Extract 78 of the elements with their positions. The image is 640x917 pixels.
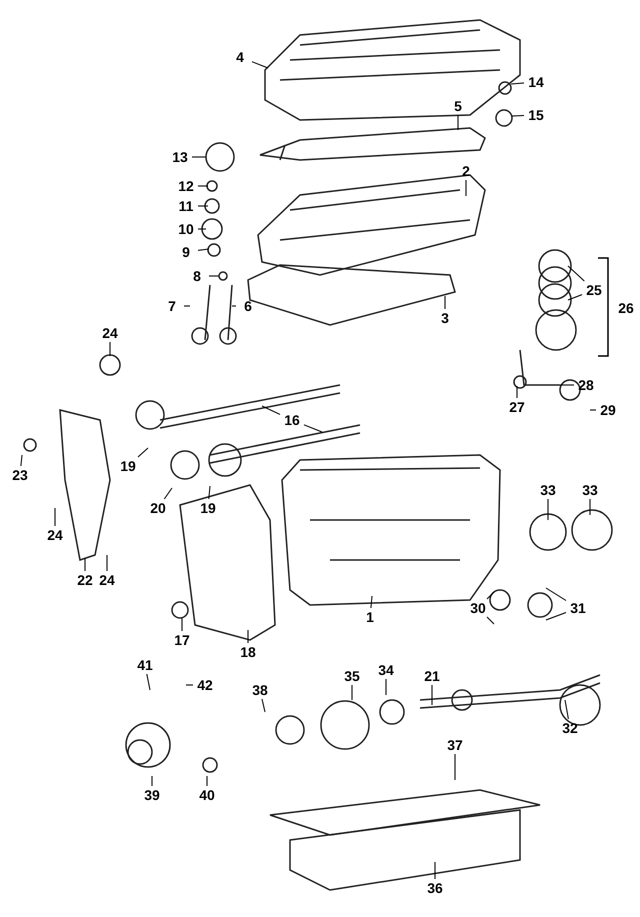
callout-number: 19 bbox=[198, 500, 218, 516]
callout-number: 39 bbox=[142, 787, 162, 803]
callout-number: 4 bbox=[230, 49, 250, 65]
callout-number: 10 bbox=[176, 221, 196, 237]
callout-number: 18 bbox=[238, 644, 258, 660]
callout-number: 41 bbox=[135, 657, 155, 673]
callout-number: 25 bbox=[584, 282, 604, 298]
leader-line bbox=[106, 554, 108, 572]
callout-number: 27 bbox=[507, 399, 527, 415]
callout-number: 13 bbox=[170, 149, 190, 165]
callout-number: 36 bbox=[425, 880, 445, 896]
leader-line bbox=[546, 612, 566, 620]
callout-number: 17 bbox=[172, 632, 192, 648]
callout-number: 37 bbox=[445, 737, 465, 753]
callout-number: 5 bbox=[448, 98, 468, 114]
leader-line bbox=[454, 754, 456, 780]
callout-number: 24 bbox=[45, 527, 65, 543]
leader-line bbox=[370, 596, 372, 608]
callout-number: 24 bbox=[100, 325, 120, 341]
callout-number: 21 bbox=[422, 668, 442, 684]
callout-number: 8 bbox=[187, 268, 207, 284]
callout-number: 6 bbox=[238, 298, 258, 314]
leader-line bbox=[486, 592, 494, 600]
leader-line bbox=[186, 684, 194, 686]
callout-number: 24 bbox=[97, 572, 117, 588]
leader-line bbox=[304, 424, 322, 432]
callout-number: 2 bbox=[456, 163, 476, 179]
leader-line bbox=[444, 296, 446, 310]
callout-number: 7 bbox=[162, 298, 182, 314]
callout-number: 16 bbox=[282, 412, 302, 428]
callout-number: 28 bbox=[576, 377, 596, 393]
leader-line bbox=[208, 486, 210, 500]
callout-number: 22 bbox=[75, 572, 95, 588]
callout-number: 9 bbox=[176, 244, 196, 260]
callout-number: 31 bbox=[568, 600, 588, 616]
callout-number: 33 bbox=[538, 482, 558, 498]
leader-line bbox=[510, 82, 524, 84]
callout-number: 3 bbox=[435, 310, 455, 326]
callout-number: 14 bbox=[526, 74, 546, 90]
leader-line bbox=[198, 248, 210, 251]
callout-number: 11 bbox=[176, 198, 196, 214]
callout-number: 12 bbox=[176, 178, 196, 194]
leader-line bbox=[262, 406, 280, 415]
callout-number: 35 bbox=[342, 668, 362, 684]
leader-line bbox=[54, 508, 56, 526]
leader-line bbox=[262, 698, 266, 712]
callout-number: 33 bbox=[580, 482, 600, 498]
callout-number: 26 bbox=[616, 300, 636, 316]
callout-number: 34 bbox=[376, 662, 396, 678]
leader-line bbox=[564, 700, 569, 720]
leader-line bbox=[198, 228, 206, 230]
callout-number: 32 bbox=[560, 720, 580, 736]
leader-line bbox=[146, 674, 150, 690]
callout-number: 15 bbox=[526, 107, 546, 123]
callout-number: 42 bbox=[195, 677, 215, 693]
callout-number: 30 bbox=[468, 600, 488, 616]
leader-line bbox=[568, 266, 585, 282]
leader-line bbox=[434, 862, 436, 880]
callout-number: 40 bbox=[197, 787, 217, 803]
leader-line bbox=[516, 386, 518, 398]
callout-number: 1 bbox=[360, 609, 380, 625]
leader-line bbox=[560, 384, 574, 386]
leader-line bbox=[20, 454, 22, 466]
leader-line bbox=[546, 588, 566, 601]
callout-number: 38 bbox=[250, 682, 270, 698]
leader-line bbox=[486, 616, 494, 624]
callout-number: 20 bbox=[148, 500, 168, 516]
callout-number: 23 bbox=[10, 467, 30, 483]
leader-line bbox=[512, 115, 524, 116]
leader-line bbox=[192, 156, 206, 158]
callout-number: 19 bbox=[118, 458, 138, 474]
leader-line bbox=[84, 558, 86, 572]
leader-line bbox=[164, 488, 172, 500]
callout-number: 29 bbox=[598, 402, 618, 418]
leader-line bbox=[252, 61, 268, 68]
leader-line bbox=[138, 448, 148, 458]
leader-line bbox=[206, 776, 208, 786]
leader-line bbox=[568, 294, 582, 300]
